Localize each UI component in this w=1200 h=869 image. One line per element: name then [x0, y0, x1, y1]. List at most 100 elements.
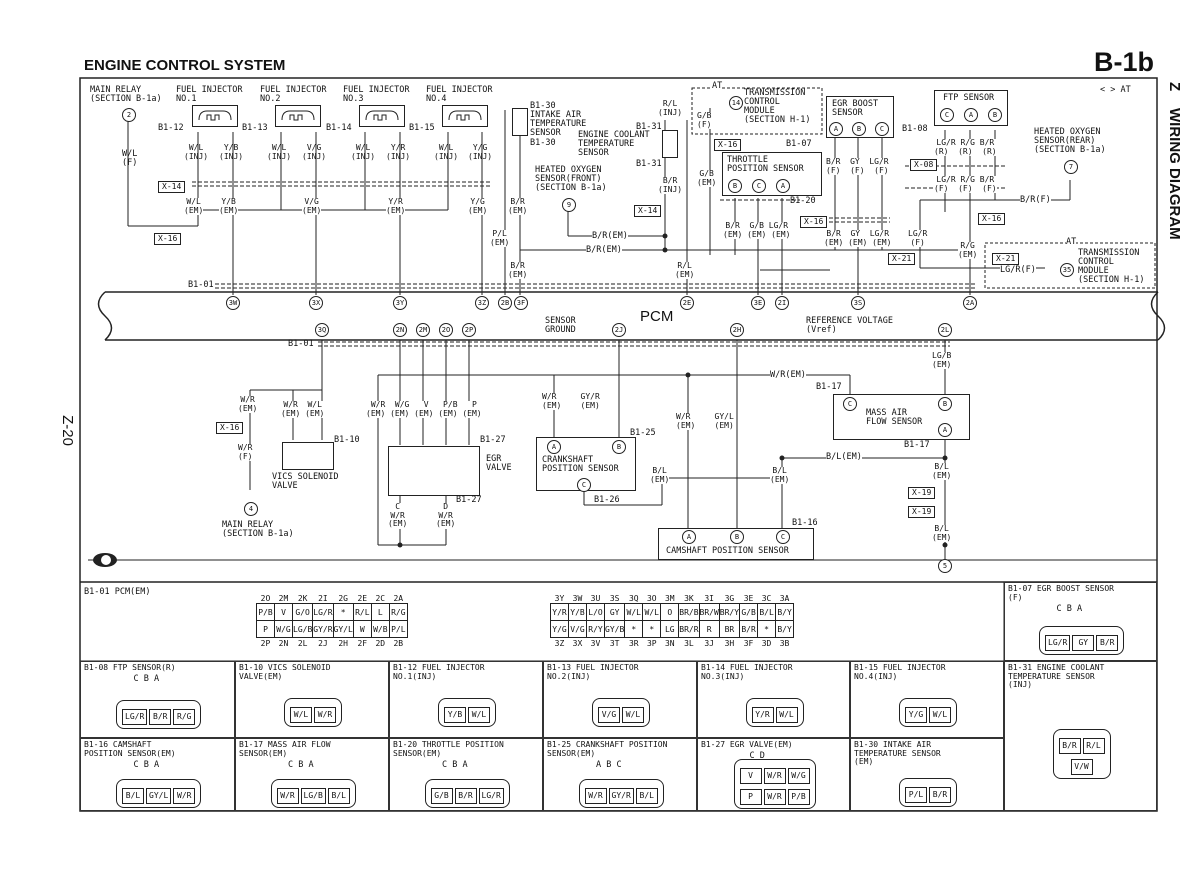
- pcm-right-row2-cell-12: B/Y: [775, 620, 795, 638]
- conn-b1-17a: B1-17: [816, 382, 842, 392]
- wire-wl-f: W/L (F): [122, 149, 138, 168]
- cmp-pin-c: C: [776, 530, 790, 544]
- egr-boost-pin-b: B: [852, 122, 866, 136]
- pcm-left-row2-cell-4: GY/L: [332, 620, 354, 638]
- connector-cell: W/G: [787, 768, 810, 784]
- ftp-pin-b: B: [988, 108, 1002, 122]
- pcm-left-row1-cell-4: *: [332, 603, 354, 621]
- maf-pin-b: B: [938, 397, 952, 411]
- pcm-left-bot-num-6: 2D: [375, 638, 386, 648]
- wire-wr-em-line: W/R(EM): [770, 370, 806, 380]
- connector-cell: W/L: [290, 707, 312, 723]
- connector-pin-letters: C B A: [133, 674, 160, 684]
- ckp-label: CRANKSHAFT POSITION SENSOR: [542, 455, 619, 474]
- pcm-right-bot-num-10: 3F: [743, 638, 754, 648]
- pcm-pin-2h: 2H: [730, 323, 744, 337]
- pcm-right-row2-cell-2: R/Y: [586, 620, 605, 638]
- pcm-right-bot-num-9: 3H: [724, 638, 735, 648]
- pcm-right-bot-num-12: 3B: [779, 638, 790, 648]
- pin-mark-35: 35: [1060, 263, 1074, 277]
- connector-cell: W/R: [314, 707, 336, 723]
- x-tag-x19: X-19: [908, 487, 936, 499]
- x-tag-x19b: X-19: [908, 506, 936, 518]
- egr-valve-wires: W/R W/G V P/B P (EM) (EM) (EM) (EM) (EM): [366, 400, 482, 419]
- wire-br-f: B/R(F): [1020, 195, 1051, 205]
- connector-panel: B1-31 ENGINE COOLANT TEMPERATURE SENSOR …: [1004, 661, 1157, 811]
- connector-cell: W/R: [763, 768, 786, 784]
- pcm-right-row1-cell-1: Y/B: [568, 603, 587, 621]
- pcm-left-top-num-2: 2K: [297, 593, 308, 603]
- fuel-injector-2-label: FUEL INJECTOR NO.2: [260, 85, 327, 104]
- wire-em-wl: W/L (EM): [184, 197, 204, 216]
- wire-lgb-em: LG/B (EM): [932, 351, 952, 370]
- pcm-right-row2-cell-0: Y/G: [550, 620, 569, 638]
- pcm-left-row2-cell-6: W/B: [370, 620, 390, 638]
- pcm-right-top-num-3: 3S: [609, 593, 620, 603]
- pcm-left-row1-cell-7: R/G: [388, 603, 408, 621]
- connector-pin-letters: A B C: [596, 760, 622, 770]
- side-letter: Z: [1166, 82, 1183, 92]
- pcm-left-top-num-4: 2G: [338, 593, 348, 603]
- pcm-label: PCM: [640, 308, 674, 325]
- at-label-top: AT: [712, 81, 723, 91]
- wire-inj-4a: W/L (INJ): [434, 143, 459, 161]
- pcm-left-row2-cell-3: GY/R: [312, 620, 334, 638]
- ect-sensor-symbol: [662, 130, 678, 158]
- wire-bl-em-e: B/L (EM): [932, 524, 952, 543]
- pcm-right-row1-cell-6: O: [660, 603, 680, 621]
- pcm-pin-2p: 2P: [462, 323, 476, 337]
- conn-b1-17b: B1-17: [904, 440, 930, 450]
- pcm-right-bot-num-0: 3Z: [554, 638, 565, 648]
- tp-pin-b: B: [728, 179, 742, 193]
- cmp-pin-b: B: [730, 530, 744, 544]
- pcm-right-row1-cell-8: BR/W: [698, 603, 720, 621]
- pcm-right-row1-cell-4: W/L: [624, 603, 644, 621]
- connector-cell: LG/R: [478, 788, 504, 804]
- page-title: ENGINE CONTROL SYSTEM: [84, 57, 286, 74]
- conn-b1-25: B1-25: [630, 428, 656, 438]
- egr-boost-pin-a: A: [829, 122, 843, 136]
- wire-br-em-b: B/R (EM): [508, 261, 528, 280]
- pcm-right-top-num-7: 3K: [684, 593, 694, 603]
- maf-label: MASS AIR FLOW SENSOR: [866, 408, 923, 427]
- pcm-left-row2-cell-5: W: [352, 620, 372, 638]
- connector-panel-title: B1-31 ENGINE COOLANT TEMPERATURE SENSOR …: [1008, 663, 1105, 689]
- wire-wr-f: W/R (F): [238, 443, 253, 462]
- conn-b1-07: B1-07: [786, 139, 812, 149]
- pin-mark-4: 4: [244, 502, 258, 516]
- conn-b1-01b: B1-01: [288, 339, 314, 349]
- pcm-right-bot-num-6: 3N: [664, 638, 675, 648]
- connector-cell: W/L: [468, 707, 490, 723]
- connector-panel-title: B1-07 EGR BOOST SENSOR (F): [1008, 584, 1114, 602]
- connector-cell: W/R: [173, 788, 196, 804]
- connector-cell: GY/L: [146, 788, 172, 804]
- conn-b1-20: B1-20: [790, 196, 816, 206]
- connector-cell: R/G: [173, 708, 196, 725]
- connector-cell: LG/R: [122, 708, 148, 725]
- at-label-right: AT: [1066, 237, 1077, 247]
- pcm-right-row2-cell-7: BR/R: [678, 620, 700, 638]
- wire-inj-1a: W/L (INJ): [184, 143, 209, 161]
- pcm-left-top-num-6: 2C: [375, 593, 386, 603]
- pcm-pin-3q: 3Q: [315, 323, 329, 337]
- connector-panel-title: B1-27 EGR VALVE(EM): [701, 740, 793, 749]
- wire-lgr-f: LG/R(F): [1000, 265, 1036, 275]
- pcm-left-row2-cell-1: W/G: [274, 620, 293, 638]
- ho2s-front-label: HEATED OXYGEN SENSOR(FRONT) (SECTION B-1…: [535, 165, 607, 193]
- iat-sensor-symbol: [512, 108, 528, 136]
- pcm-right-top-num-1: 3W: [572, 593, 583, 603]
- pcm-right-row1-cell-11: B/L: [757, 603, 777, 621]
- ftp-pin-a: A: [964, 108, 978, 122]
- wire-inj-3b: Y/R (INJ): [386, 143, 411, 161]
